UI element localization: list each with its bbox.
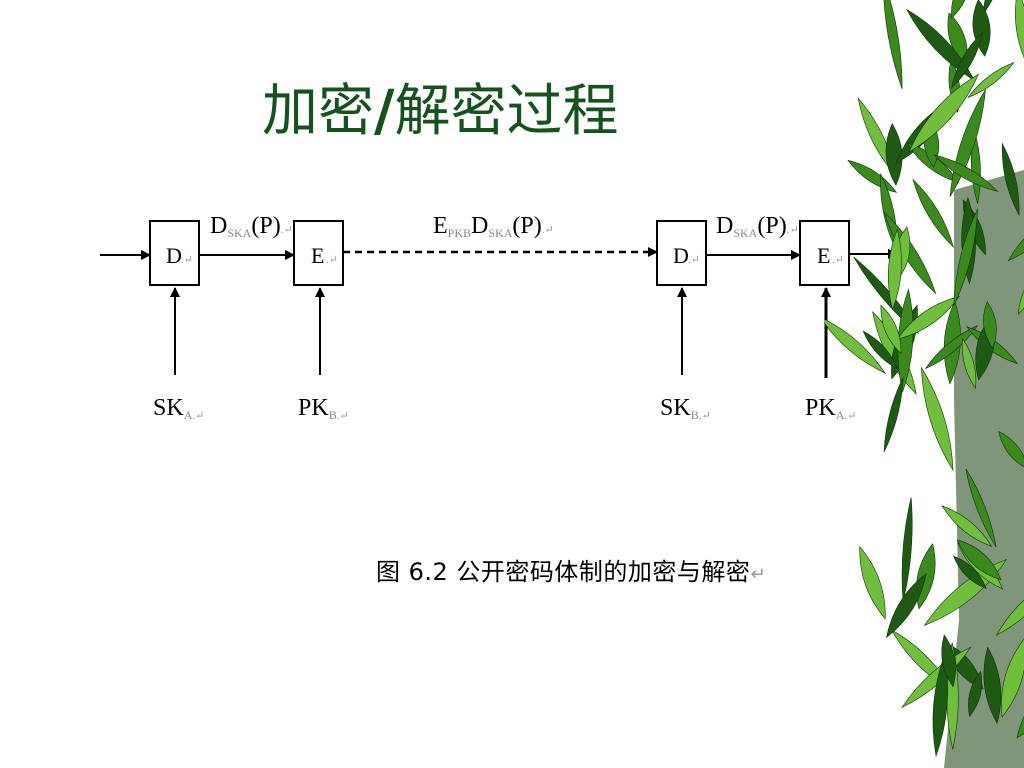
svg-text:D: D <box>673 243 689 268</box>
svg-text:D: D <box>166 243 182 268</box>
svg-text:E: E <box>817 243 830 268</box>
title-part-1: 加密 <box>262 79 374 144</box>
svg-text:.↵: .↵ <box>688 254 700 266</box>
svg-text:E: E <box>311 243 324 268</box>
decrypt-box-2: D .↵ <box>656 220 707 286</box>
key-label-pk-b: PKB.↵ <box>298 395 349 422</box>
title-part-2: 解密过程 <box>394 79 619 144</box>
slide-title: 加密/解密过程 <box>262 76 682 147</box>
encrypt-box-2: E .↵ <box>799 220 850 286</box>
svg-text:.↵: .↵ <box>326 254 338 266</box>
caption-text: 图 6.2 公开密码体制的加密与解密 <box>376 558 751 586</box>
edge-label-left: DSKA(P).↵ <box>210 213 293 240</box>
title-slash: / <box>374 78 395 144</box>
key-label-pk-a: PKA.↵ <box>805 395 856 422</box>
edge-label-right: DSKA(P).↵ <box>716 213 799 240</box>
svg-text:.↵: .↵ <box>832 254 844 266</box>
caption-return-mark: ↵ <box>750 564 767 585</box>
bamboo-leaves-decoration <box>824 0 1024 768</box>
svg-text:.↵: .↵ <box>181 254 193 266</box>
key-label-sk-a: SKA.↵ <box>153 395 204 422</box>
key-label-sk-b: SKB.↵ <box>660 395 711 422</box>
encrypt-box-1: E .↵ <box>293 220 344 286</box>
decrypt-box-1: D .↵ <box>149 220 200 286</box>
figure-caption: 图 6.2 公开密码体制的加密与解密↵ <box>376 552 766 587</box>
edge-label-middle: EPKBDSKA(P).↵ <box>433 213 554 240</box>
